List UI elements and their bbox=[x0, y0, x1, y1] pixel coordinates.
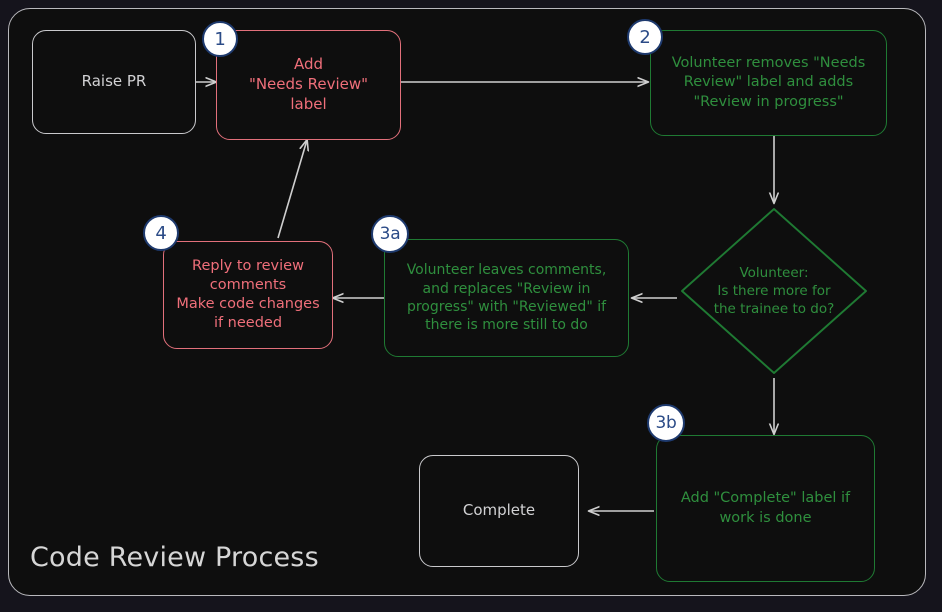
node-decision[interactable]: Volunteer: Is there more for the trainee… bbox=[677, 205, 871, 377]
step-badge-3a: 3a bbox=[371, 215, 409, 253]
step-badge-1: 1 bbox=[202, 21, 238, 57]
step-badge-3b-text: 3b bbox=[655, 413, 677, 433]
step-badge-3a-text: 3a bbox=[379, 224, 401, 244]
step-badge-3b: 3b bbox=[647, 404, 685, 442]
node-add-label-label: Add "Needs Review" label bbox=[248, 55, 369, 113]
node-complete-label: Complete bbox=[462, 501, 536, 520]
node-complete[interactable]: Complete bbox=[419, 455, 579, 567]
node-raise-pr-label: Raise PR bbox=[81, 72, 147, 91]
node-raise-pr[interactable]: Raise PR bbox=[32, 30, 196, 134]
node-add-complete[interactable]: Add "Complete" label if work is done bbox=[656, 435, 875, 582]
node-volunteer-relabel-label: Volunteer removes "Needs Review" label a… bbox=[671, 55, 866, 110]
node-reply-to-review[interactable]: Reply to review comments Make code chang… bbox=[163, 241, 333, 349]
node-leaves-comments-label: Volunteer leaves comments, and replaces … bbox=[406, 262, 607, 334]
page-title: Code Review Process bbox=[30, 542, 319, 573]
node-add-label[interactable]: Add "Needs Review" label bbox=[216, 30, 401, 140]
node-leaves-comments[interactable]: Volunteer leaves comments, and replaces … bbox=[384, 239, 629, 357]
decision-diamond-shape bbox=[681, 208, 867, 374]
node-decision-label: Volunteer: Is there more for the trainee… bbox=[713, 264, 835, 318]
step-badge-4: 4 bbox=[143, 215, 179, 251]
step-badge-2-text: 2 bbox=[639, 26, 651, 48]
step-badge-4-text: 4 bbox=[155, 222, 167, 244]
step-badge-2: 2 bbox=[627, 19, 663, 55]
node-add-complete-label: Add "Complete" label if work is done bbox=[680, 490, 851, 526]
node-reply-to-review-label: Reply to review comments Make code chang… bbox=[176, 257, 320, 332]
step-badge-1-text: 1 bbox=[214, 28, 226, 50]
node-volunteer-relabel[interactable]: Volunteer removes "Needs Review" label a… bbox=[650, 30, 887, 136]
